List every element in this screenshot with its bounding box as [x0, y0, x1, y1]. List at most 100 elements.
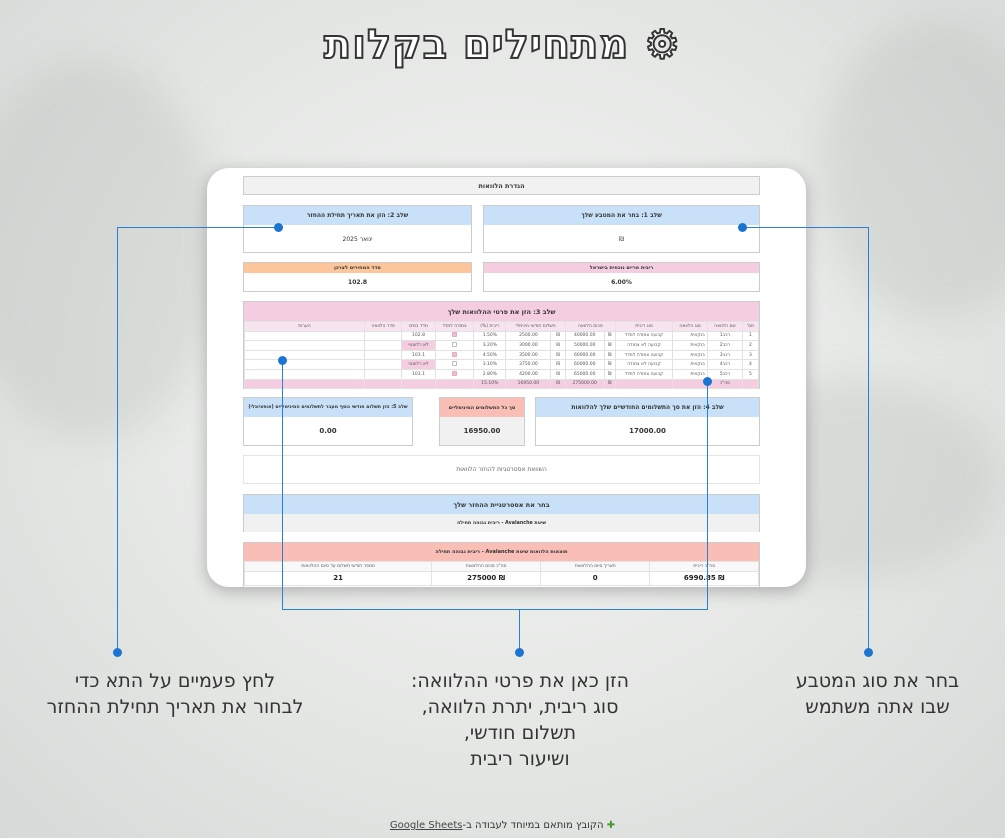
rate-cell[interactable]: 3.20%	[473, 340, 507, 351]
row-number: 3	[741, 349, 760, 361]
loan-order-cell[interactable]	[363, 359, 403, 370]
rate-cell[interactable]: 2.80%	[473, 368, 507, 380]
callout-dot	[278, 356, 287, 365]
loan-name-cell[interactable]: רכב3	[706, 349, 743, 361]
indexed-checkbox-cell[interactable]	[434, 340, 475, 351]
row-number: 1	[741, 330, 760, 342]
rate-type-select[interactable]: קבועה צמודה למדד	[614, 330, 674, 342]
amount-cell[interactable]: 60000.00	[564, 349, 605, 361]
rate-type-select[interactable]: קבועה צמודה למדד	[614, 349, 674, 361]
loan-name-cell[interactable]: רכב4	[706, 359, 743, 370]
tablet-frame: הגדרת הלוואות שלב 1: בחר את המטבע שלך ₪ …	[207, 168, 806, 587]
google-sheets-link[interactable]: Google Sheets	[389, 820, 463, 831]
results-col: מספר חודשי תשלום עד סיום ההלוואות	[243, 561, 433, 572]
indexed-checkbox[interactable]	[451, 341, 457, 347]
payment-cell[interactable]: 4200.00	[505, 368, 552, 380]
loan-type-select[interactable]: בנקאית	[672, 330, 708, 342]
column-header: סכום הלוואה	[564, 321, 616, 332]
payment-cell[interactable]: 3500.00	[505, 349, 552, 361]
notes-cell[interactable]	[244, 330, 365, 342]
caption-line: שבו אתה משתמש	[805, 696, 950, 718]
rate-cell[interactable]: 4.50%	[473, 349, 507, 361]
strategy-select[interactable]: בחר את אסטרטגיית ההחזר שלך שיטת Avalanch…	[243, 494, 760, 532]
indexed-checkbox-cell[interactable]	[434, 330, 475, 342]
prime-label: ריבית פריים נוכחית בישראל	[484, 263, 759, 273]
results-value: ₪ 275000	[431, 570, 541, 586]
payment-cell[interactable]: 2500.00	[505, 330, 552, 342]
notes-cell[interactable]	[244, 340, 365, 351]
currency-cell: ₪	[550, 368, 566, 380]
step5-extra[interactable]: שלב 5: הזן תשלום חודשי נוסף מעבר לתשלומי…	[243, 397, 413, 446]
amount-cell[interactable]: 40000.00	[564, 330, 605, 342]
notes-cell[interactable]	[244, 349, 365, 361]
loan-order-cell[interactable]	[363, 368, 403, 380]
callout-dot	[515, 648, 524, 657]
caption-loan-details: הזן כאן את פרטי ההלוואה:סוג ריבית, יתרת …	[380, 668, 660, 772]
loan-type-select[interactable]: בנקאית	[672, 340, 708, 351]
loan-order-cell[interactable]	[363, 330, 403, 342]
amount-cell[interactable]: 65000.00	[564, 368, 605, 380]
gear-icon: ⚙	[643, 21, 682, 69]
callout-dot	[113, 648, 122, 657]
currency-select[interactable]: ₪	[619, 235, 624, 243]
caption-line: לחץ פעמיים על התא כדי	[74, 670, 276, 692]
prime-value: 6.00%	[611, 278, 632, 286]
step4-label: שלב 4: הזן את סך התשלומים החודשיים שלך ל…	[536, 398, 759, 417]
page-title: ⚙ מתחילים בקלות	[323, 21, 682, 69]
loan-order-cell[interactable]	[363, 340, 403, 351]
step5-value[interactable]: 0.00	[319, 427, 337, 435]
rate-type-select[interactable]: קבועה לא צמודה	[614, 340, 674, 351]
loan-type-select[interactable]: בנקאית	[672, 359, 708, 370]
amount-cell[interactable]: 60000.00	[564, 359, 605, 370]
start-date-cell[interactable]: ינואר 2025	[342, 235, 373, 243]
indexed-checkbox[interactable]	[451, 370, 457, 376]
caption-line: לבחור את תאריך תחילת ההחזר	[46, 696, 304, 718]
payment-cell[interactable]: 3000.00	[505, 340, 552, 351]
step4-monthly[interactable]: שלב 4: הזן את סך התשלומים החודשיים שלך ל…	[535, 397, 760, 446]
base-index-cell[interactable]: 102.8	[401, 330, 436, 342]
callout-dot	[703, 377, 712, 386]
loan-type-select[interactable]: בנקאית	[672, 368, 708, 380]
loan-type-select[interactable]: בנקאית	[672, 349, 708, 361]
loan-name-cell[interactable]: רכב5	[706, 368, 743, 380]
step1-label: שלב 1: בחר את המטבע שלך	[484, 206, 759, 225]
min-total: סך כל התשלומים המינימליים 16950.00	[439, 397, 525, 446]
loan-name-cell[interactable]: רכב2	[706, 340, 743, 351]
column-header: סוג הלוואה	[672, 321, 708, 332]
payment-cell[interactable]: 3750.00	[505, 359, 552, 370]
indexed-checkbox-cell[interactable]	[434, 349, 475, 361]
loan-order-cell[interactable]	[363, 349, 403, 361]
results-value: 0	[539, 570, 651, 586]
base-index-cell[interactable]: לא רלוונטי	[401, 359, 436, 370]
base-index-cell[interactable]: 103.1	[401, 368, 436, 380]
amount-cell[interactable]: 50000.00	[564, 340, 605, 351]
step1-currency[interactable]: שלב 1: בחר את המטבע שלך ₪	[483, 205, 760, 253]
base-index-cell[interactable]: לא רלוונטי	[401, 340, 436, 351]
row-number: 5	[741, 368, 760, 380]
rate-type-select[interactable]: קבועה לא צמודה	[614, 359, 674, 370]
currency-cell: ₪	[603, 368, 616, 380]
blank	[434, 378, 475, 390]
step4-value[interactable]: 17000.00	[629, 427, 666, 435]
loan-name-cell[interactable]: רכב1	[706, 330, 743, 342]
caption-line: הזן כאן את פרטי ההלוואה:	[410, 670, 630, 692]
column-header: סוג ריבית	[614, 321, 674, 332]
base-index-cell[interactable]: 103.1	[401, 349, 436, 361]
strategy-dropdown[interactable]: שיטת Avalanche - ריבית גבוהה תחילה	[244, 514, 759, 532]
rate-type-select[interactable]: קבועה צמודה למדד	[614, 368, 674, 380]
indexed-checkbox-cell[interactable]	[434, 368, 475, 380]
loans-table-section: שלב 3: הזן את פרטי ההלוואות שלך מס'שם הל…	[243, 301, 760, 390]
step2-start-date[interactable]: שלב 2: הזן את תאריך תחילת ההחזר ינואר 20…	[243, 205, 472, 253]
blank	[401, 378, 436, 390]
rate-cell[interactable]: 3.10%	[473, 359, 507, 370]
rate-cell[interactable]: 1.50%	[473, 330, 507, 342]
currency-cell: ₪	[550, 378, 566, 390]
indexed-checkbox[interactable]	[451, 361, 457, 367]
indexed-checkbox[interactable]	[451, 332, 457, 338]
indexed-checkbox-cell[interactable]	[434, 359, 475, 370]
notes-cell[interactable]	[244, 359, 365, 370]
leaf-shadow	[0, 60, 220, 440]
notes-cell[interactable]	[244, 368, 365, 380]
indexed-checkbox[interactable]	[451, 351, 457, 357]
